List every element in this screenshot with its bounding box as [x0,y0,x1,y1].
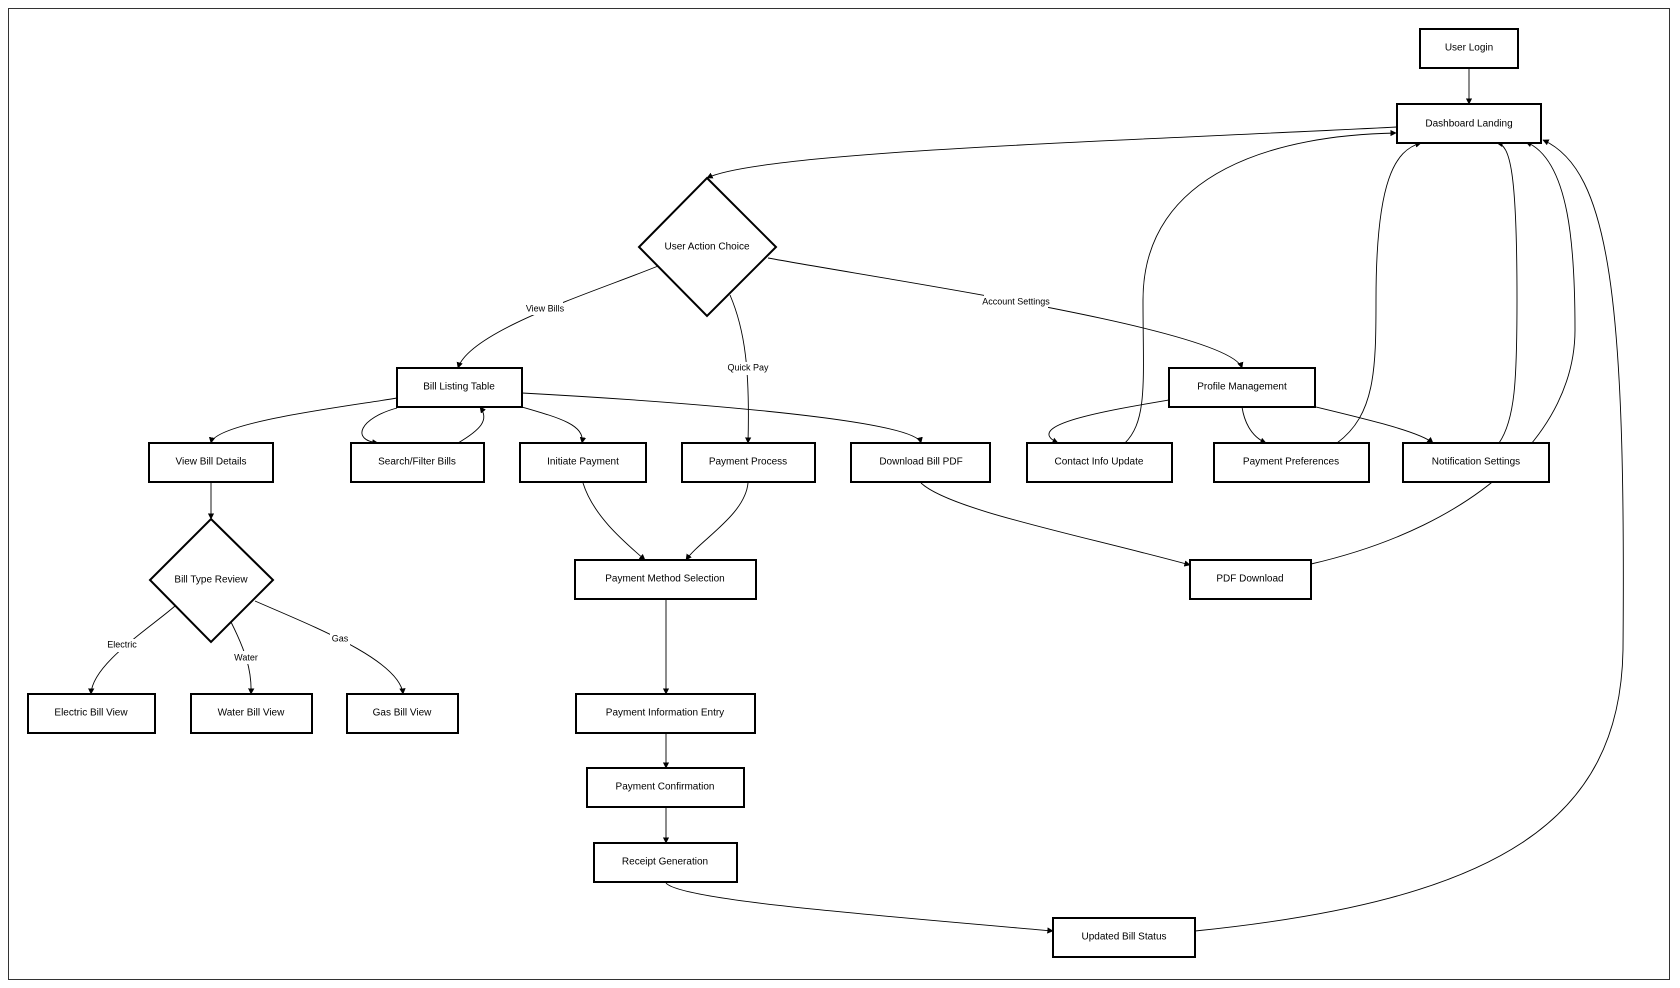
edge-billlisting-initiate [521,406,587,444]
node-label-updated-bill-status: Updated Bill Status [1081,932,1166,943]
edge-profile-contact [1048,399,1170,444]
edge-updated-dashboard [1194,139,1624,932]
node-label-payment-method-selection: Payment Method Selection [605,574,725,585]
edge-search-billlisting [457,406,486,444]
node-profile-management: Profile Management [1168,367,1316,408]
edge-choice-paymentprocess [729,294,752,444]
node-label-view-bill-details: View Bill Details [176,457,247,468]
node-label-gas-bill-view: Gas Bill View [373,708,433,719]
node-label-electric-bill-view: Electric Bill View [54,708,128,719]
node-label-search-filter-bills: Search/Filter Bills [378,457,456,468]
node-label-payment-process: Payment Process [709,457,787,468]
node-updated-bill-status: Updated Bill Status [1052,917,1196,958]
edge-billlisting-download [521,392,923,444]
node-label-dashboard-landing: Dashboard Landing [1425,119,1512,130]
node-download-bill-pdf: Download Bill PDF [850,442,991,483]
node-pdf-download: PDF Download [1189,559,1312,600]
edge-labels: View Bills Quick Pay Account Settings El… [107,295,1050,664]
node-payment-process: Payment Process [681,442,816,483]
node-label-payment-information-entry: Payment Information Entry [606,708,724,719]
node-label-bill-type-review: Bill Type Review [174,575,248,586]
node-water-bill-view: Water Bill View [190,693,313,734]
node-dashboard-landing: Dashboard Landing [1396,103,1542,144]
node-receipt-generation: Receipt Generation [593,842,738,883]
node-label-initiate-payment: Initiate Payment [547,457,619,468]
edge-billtype-gas [254,600,406,695]
node-label-contact-info-update: Contact Info Update [1055,457,1144,468]
edge-label-water: Water [234,652,258,662]
node-label-payment-confirmation: Payment Confirmation [616,782,715,793]
node-notification-settings: Notification Settings [1402,442,1550,483]
edge-pdfdownload-dashboard [1310,141,1576,565]
node-label-pdf-download: PDF Download [1216,574,1283,585]
edge-receipt-updated [665,882,1054,934]
node-label-user-login: User Login [1445,43,1493,54]
edge-label-view-bills: View Bills [526,303,565,313]
node-search-filter-bills: Search/Filter Bills [350,442,485,483]
node-contact-info-update: Contact Info Update [1026,442,1173,483]
node-payment-confirmation: Payment Confirmation [586,767,745,808]
edge-contact-dashboard [1124,129,1397,444]
node-gas-bill-view: Gas Bill View [346,693,459,734]
node-payment-method-selection: Payment Method Selection [574,559,757,600]
node-label-download-bill-pdf: Download Bill PDF [879,457,962,468]
node-bill-type-review: Bill Type Review [148,517,275,644]
nodes: User Login Dashboard Landing User Action… [27,28,1550,958]
edge-initiate-method [582,482,646,561]
edge-paymentprocess-method [685,482,749,561]
edge-billlisting-search [361,407,398,446]
node-user-login: User Login [1419,28,1519,69]
node-electric-bill-view: Electric Bill View [27,693,156,734]
node-payment-preferences: Payment Preferences [1213,442,1370,483]
node-payment-information-entry: Payment Information Entry [575,693,756,734]
node-label-user-action-choice: User Action Choice [664,242,749,253]
node-label-bill-listing-table: Bill Listing Table [423,382,495,393]
edge-label-account-settings: Account Settings [982,296,1050,306]
node-user-action-choice: User Action Choice [637,176,778,318]
edge-choice-billlisting [456,265,659,369]
edge-profile-preferences [1241,406,1267,444]
edge-profile-notification [1315,406,1434,444]
node-label-notification-settings: Notification Settings [1432,457,1520,468]
node-view-bill-details: View Bill Details [148,442,274,483]
node-bill-listing-table: Bill Listing Table [396,367,523,408]
edges [88,68,1624,934]
edge-choice-profile [767,257,1244,369]
node-initiate-payment: Initiate Payment [519,442,647,483]
edge-dashboard-choice [706,126,1398,179]
edge-label-electric: Electric [107,639,137,649]
node-label-profile-management: Profile Management [1197,382,1287,393]
edge-download-pdfdownload [920,482,1191,567]
edge-billlisting-viewdetails [209,397,398,444]
diagram-frame [8,8,1670,980]
node-label-payment-preferences: Payment Preferences [1243,457,1339,468]
edge-preferences-dashboard [1336,141,1422,444]
node-label-receipt-generation: Receipt Generation [622,857,708,868]
node-label-water-bill-view: Water Bill View [218,708,285,719]
edge-label-gas: Gas [332,633,349,643]
edge-label-quick-pay: Quick Pay [727,362,769,372]
edge-notification-dashboard [1496,140,1518,444]
